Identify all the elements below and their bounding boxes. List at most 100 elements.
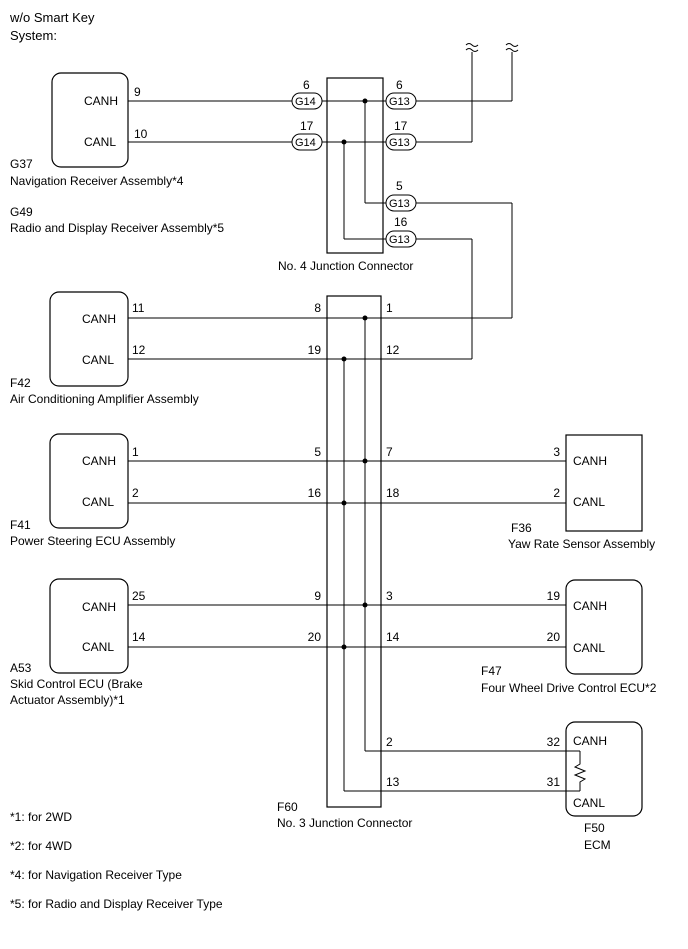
pin-f47-l: 20 [547, 630, 561, 644]
pin-j3-l16: 16 [308, 486, 322, 500]
wire-break-icon [465, 43, 479, 52]
pin-f41-l: 2 [132, 486, 139, 500]
a53-box [49, 578, 129, 674]
pin-g37-l: 10 [134, 127, 148, 141]
splice-dot [341, 139, 347, 145]
g37-canl: CANL [84, 135, 116, 149]
pin-j3-r13: 13 [386, 775, 400, 789]
footnote-1: *1: for 2WD [10, 810, 72, 824]
f50-id: F50 [584, 821, 605, 835]
f41-canh: CANH [82, 454, 116, 468]
junction3-id: F60 [277, 800, 298, 814]
pin-j3-r2: 2 [386, 735, 393, 749]
f42-box [49, 291, 129, 387]
pin-j3-l19: 19 [308, 343, 322, 357]
pin-j3-l5: 5 [314, 445, 321, 459]
pin-j4-lt: 6 [303, 78, 310, 92]
conn-g13-3: G13 [389, 198, 410, 210]
a53-canh: CANH [82, 600, 116, 614]
f36-id: F36 [511, 521, 532, 535]
junction4-box [326, 77, 384, 254]
pin-f50-l: 31 [547, 775, 561, 789]
splice-dot [362, 98, 368, 104]
pin-j3-r3: 3 [386, 589, 393, 603]
pin-a53-h: 25 [132, 589, 146, 603]
f36-canh: CANH [573, 454, 607, 468]
pin-j3-r12: 12 [386, 343, 400, 357]
pin-j3-l8: 8 [314, 301, 321, 315]
wire-break-icon [505, 43, 519, 52]
f47-canh: CANH [573, 599, 607, 613]
pin-j3-l9: 9 [314, 589, 321, 603]
f42-canl: CANL [82, 353, 114, 367]
pin-j4-lb: 17 [300, 119, 314, 133]
wires-junction3 [128, 317, 580, 792]
wires-junction4 [128, 52, 513, 359]
g37-canh: CANH [84, 94, 118, 108]
footnote-5: *5: for Radio and Display Receiver Type [10, 897, 223, 911]
pin-f41-h: 1 [132, 445, 139, 459]
conn-g14-bot: G14 [295, 137, 316, 149]
f36-canl: CANL [573, 495, 605, 509]
pin-f42-h: 11 [132, 301, 145, 315]
f41-canl: CANL [82, 495, 114, 509]
pin-j3-l20: 20 [308, 630, 322, 644]
right-component-pins: 3 2 19 20 32 31 [547, 445, 561, 789]
f42-id: F42 [10, 376, 31, 390]
pin-j3-r1: 1 [386, 301, 393, 315]
a53-id: A53 [10, 661, 32, 675]
splice-dots-junction3 [341, 315, 368, 650]
f41-box [49, 433, 129, 529]
conn-g13-1: G13 [389, 96, 410, 108]
conn-g13-2: G13 [389, 137, 410, 149]
junction3-box [326, 295, 382, 808]
pin-a53-l: 14 [132, 630, 146, 644]
a53-name-2: Actuator Assembly)*1 [10, 693, 125, 707]
g37-name: Navigation Receiver Assembly*4 [10, 174, 184, 188]
pin-j4-r4: 16 [394, 215, 408, 229]
footnote-2: *2: for 4WD [10, 839, 72, 853]
f50-canh: CANH [573, 734, 607, 748]
f50-canl: CANL [573, 796, 605, 810]
pin-j4-r3: 5 [396, 179, 403, 193]
pin-j3-r14: 14 [386, 630, 400, 644]
g49-id: G49 [10, 205, 33, 219]
f36-box [565, 434, 643, 532]
pin-f36-h: 3 [553, 445, 560, 459]
f42-name: Air Conditioning Amplifier Assembly [10, 392, 199, 406]
pin-j3-r7: 7 [386, 445, 393, 459]
pin-f36-l: 2 [553, 486, 560, 500]
junction4-name: No. 4 Junction Connector [278, 259, 413, 273]
f36-name: Yaw Rate Sensor Assembly [508, 537, 655, 551]
a53-canl: CANL [82, 640, 114, 654]
f47-id: F47 [481, 664, 502, 678]
termination-resistor-icon [573, 751, 587, 791]
pin-f47-h: 19 [547, 589, 561, 603]
a53-name-1: Skid Control ECU (Brake [10, 677, 143, 691]
conn-g13-4: G13 [389, 234, 410, 246]
f41-name: Power Steering ECU Assembly [10, 534, 175, 548]
f50-box [565, 721, 643, 817]
pin-g37-h: 9 [134, 85, 141, 99]
junction3-left-pins: 8 19 5 16 9 20 [308, 301, 322, 644]
g37-id: G37 [10, 157, 33, 171]
pin-f42-l: 12 [132, 343, 146, 357]
junction3-name: No. 3 Junction Connector [277, 816, 412, 830]
f47-box [565, 579, 643, 675]
f47-name: Four Wheel Drive Control ECU*2 [481, 681, 657, 695]
conn-g14-top: G14 [295, 96, 316, 108]
header-line1: w/o Smart Key [9, 10, 95, 25]
g49-name: Radio and Display Receiver Assembly*5 [10, 221, 224, 235]
f41-id: F41 [10, 518, 31, 532]
pin-f50-h: 32 [547, 735, 561, 749]
connector-ovals-junction4 [291, 92, 417, 248]
g37-box [51, 72, 129, 168]
pin-j4-r1: 6 [396, 78, 403, 92]
pin-j3-r18: 18 [386, 486, 400, 500]
f42-canh: CANH [82, 312, 116, 326]
header-line2: System: [10, 28, 57, 43]
f47-canl: CANL [573, 641, 605, 655]
pin-j4-r2: 17 [394, 119, 408, 133]
footnote-4: *4: for Navigation Receiver Type [10, 868, 182, 882]
